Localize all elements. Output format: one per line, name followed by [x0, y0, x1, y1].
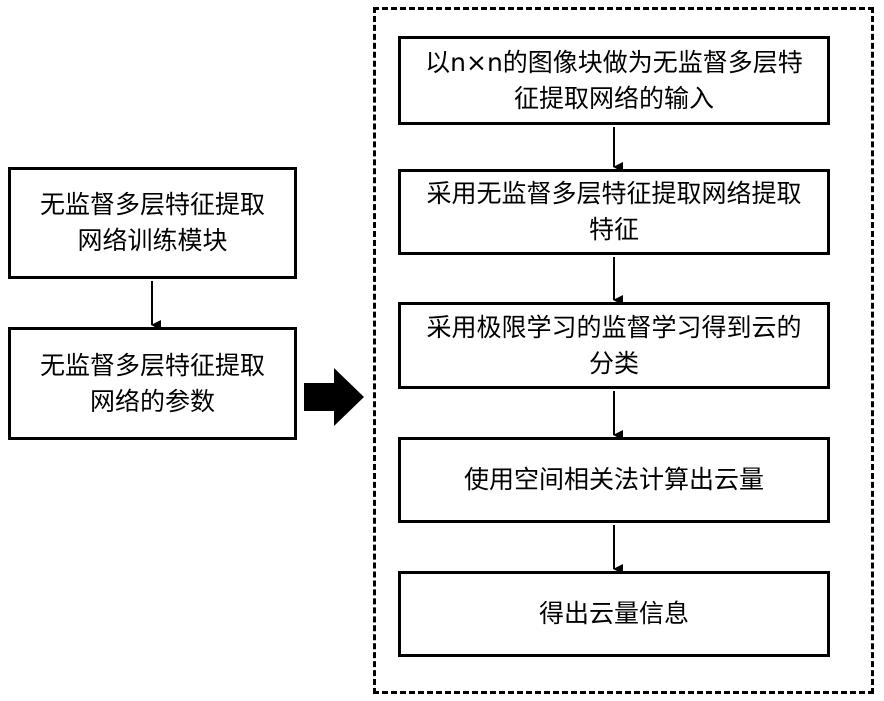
big-right-arrow-icon	[304, 368, 364, 426]
